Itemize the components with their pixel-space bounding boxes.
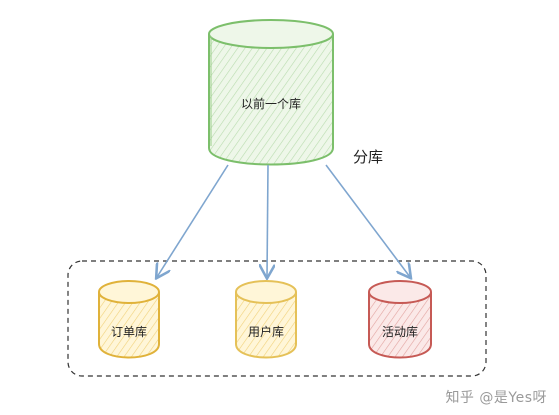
order-database-label: 订单库 bbox=[111, 324, 147, 339]
arrow-to-user-db bbox=[267, 164, 268, 277]
user-database-label: 用户库 bbox=[248, 324, 284, 339]
arrow-to-order-db bbox=[157, 164, 229, 277]
activity-database-body bbox=[368, 292, 432, 359]
top-database-label: 以前一个库 bbox=[241, 96, 301, 111]
activity-database-label: 活动库 bbox=[382, 324, 418, 339]
sharding-label: 分库 bbox=[353, 148, 383, 166]
user-database: 用户库 bbox=[235, 280, 297, 359]
user-database-cap bbox=[235, 280, 297, 304]
database-group-border bbox=[67, 260, 487, 377]
arrow-to-activity-db bbox=[325, 164, 410, 277]
order-database-body bbox=[98, 292, 160, 359]
top-database-body bbox=[208, 34, 334, 166]
activity-database-cap bbox=[368, 280, 432, 304]
order-database-cap bbox=[98, 280, 160, 304]
activity-database: 活动库 bbox=[368, 280, 432, 359]
top-database-cap bbox=[208, 19, 334, 49]
top-database: 以前一个库 bbox=[208, 19, 334, 166]
watermark: 知乎 @是Yes呀 bbox=[445, 390, 547, 406]
order-database: 订单库 bbox=[98, 280, 160, 359]
user-database-body bbox=[235, 292, 297, 359]
